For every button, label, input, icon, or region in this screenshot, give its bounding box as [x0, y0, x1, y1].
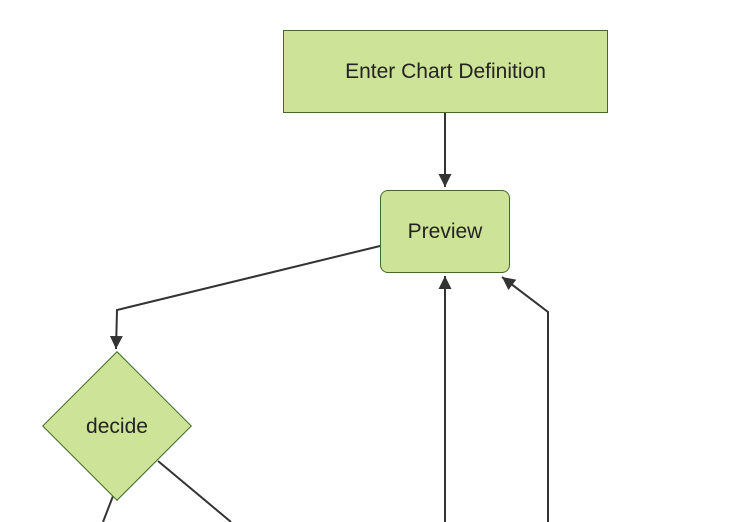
node-decide-label: decide	[86, 414, 148, 438]
node-enter-chart-definition-label: Enter Chart Definition	[345, 60, 546, 83]
edge-decide-to-offscreen-left	[102, 495, 114, 522]
edge-offscreen-right-to-preview	[501, 276, 549, 522]
edge-preview-to-decide	[109, 245, 381, 350]
edge-decide-to-offscreen-right	[157, 460, 232, 522]
node-decide: decide	[42, 351, 192, 501]
node-preview-label: Preview	[407, 220, 483, 243]
node-enter-chart-definition: Enter Chart Definition	[283, 30, 608, 113]
node-preview: Preview	[380, 190, 510, 273]
